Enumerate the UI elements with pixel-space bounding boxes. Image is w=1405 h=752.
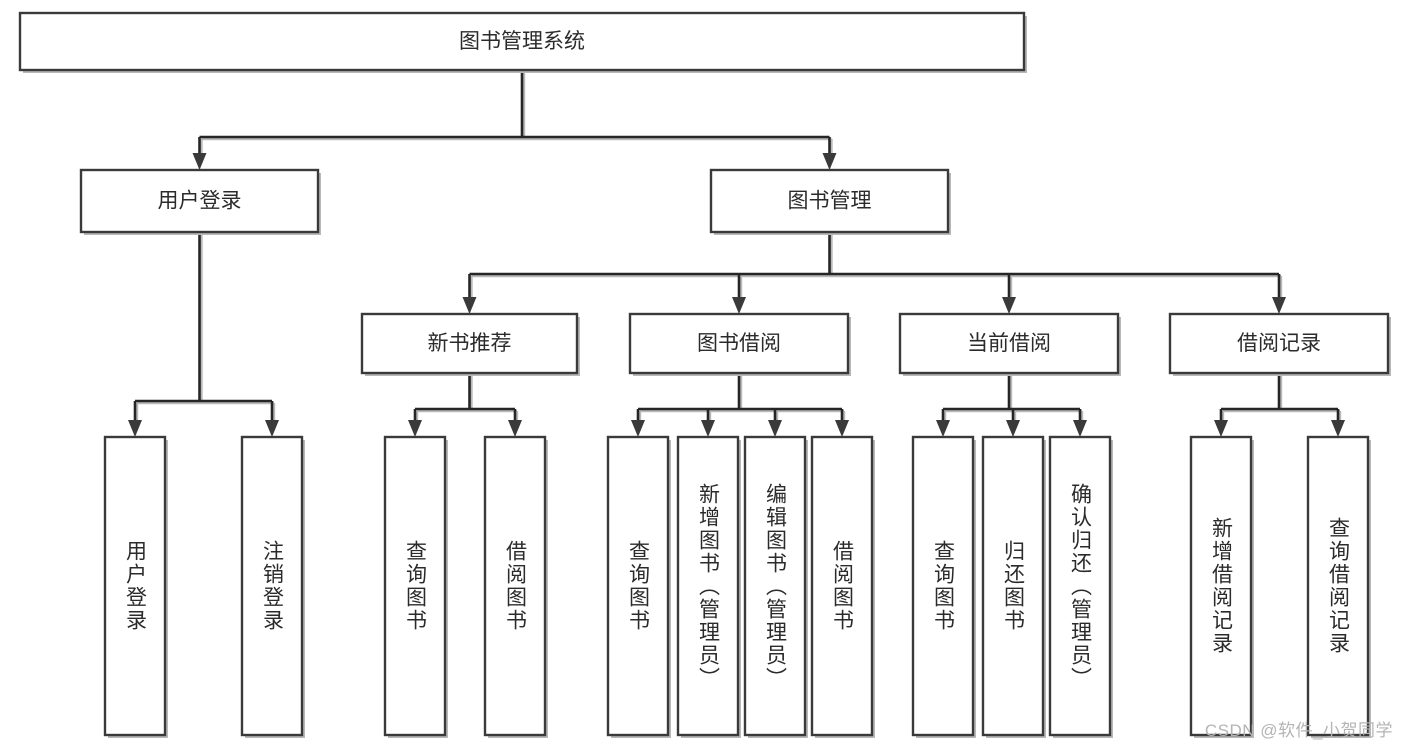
- root-arrow-0: [192, 153, 207, 170]
- node-user-login-box[interactable]: [79, 168, 320, 234]
- book-borrow-arrow-2: [768, 420, 782, 437]
- node-current-borrow-box[interactable]: [898, 312, 1120, 375]
- node-leaf-borrow-book-2-box[interactable]: [810, 435, 874, 737]
- node-leaf-query-borrow-record-box[interactable]: [1306, 435, 1370, 737]
- new-book-recommend-arrow-1: [508, 420, 522, 437]
- current-borrow-arrow-1: [1006, 420, 1020, 437]
- book-borrow-arrow-3: [835, 420, 849, 437]
- new-book-recommend-arrow-0: [408, 420, 422, 437]
- current-borrow-arrow-2: [1073, 420, 1087, 437]
- node-book-borrow-box[interactable]: [628, 312, 850, 375]
- root-arrow-1: [822, 153, 837, 170]
- node-book-borrow-label: 图书借阅: [697, 332, 781, 355]
- book-borrow-arrow-1: [701, 420, 715, 437]
- node-leaf-query-book-3-box[interactable]: [911, 435, 975, 737]
- borrow-record-arrow-0: [1214, 420, 1228, 437]
- watermark-text: CSDN @软件_小贺同学: [1204, 721, 1393, 740]
- node-leaf-borrow-book-1-box[interactable]: [483, 435, 547, 737]
- node-borrow-record-box[interactable]: [1168, 312, 1390, 375]
- book-management-arrow-1: [732, 297, 746, 314]
- node-leaf-user-login-box[interactable]: [103, 435, 167, 737]
- node-leaf-confirm-return-admin-box[interactable]: [1048, 435, 1112, 737]
- connector-lines: [128, 70, 1345, 437]
- node-leaf-return-book-box[interactable]: [981, 435, 1045, 737]
- node-new-book-recommend-box[interactable]: [360, 312, 579, 375]
- node-book-management-label: 图书管理: [788, 190, 872, 213]
- current-borrow-arrow-0: [936, 420, 950, 437]
- node-leaf-add-book-admin-box[interactable]: [676, 435, 740, 737]
- borrow-record-arrow-1: [1331, 420, 1345, 437]
- node-user-login-label: 用户登录: [158, 190, 242, 213]
- book-management-arrow-0: [462, 297, 477, 314]
- node-root-label: 图书管理系统: [459, 30, 585, 53]
- user-login-arrow-1: [265, 420, 279, 437]
- node-leaf-add-borrow-record-box[interactable]: [1189, 435, 1253, 737]
- book-management-arrow-3: [1272, 297, 1286, 314]
- node-book-management-box[interactable]: [709, 168, 950, 234]
- node-leaf-logout-login-box[interactable]: [240, 435, 304, 737]
- node-current-borrow-label: 当前借阅: [967, 332, 1051, 355]
- node-leaf-query-book-1-box[interactable]: [383, 435, 447, 737]
- node-leaf-query-book-2-box[interactable]: [606, 435, 670, 737]
- book-management-arrow-2: [1002, 297, 1016, 314]
- user-login-arrow-0: [128, 420, 142, 437]
- node-boxes: [18, 11, 1391, 738]
- node-borrow-record-label: 借阅记录: [1237, 332, 1321, 355]
- node-new-book-recommend-label: 新书推荐: [428, 332, 512, 355]
- node-root-box[interactable]: [18, 11, 1026, 72]
- node-leaf-edit-book-admin-box[interactable]: [743, 435, 807, 737]
- book-borrow-arrow-0: [631, 420, 645, 437]
